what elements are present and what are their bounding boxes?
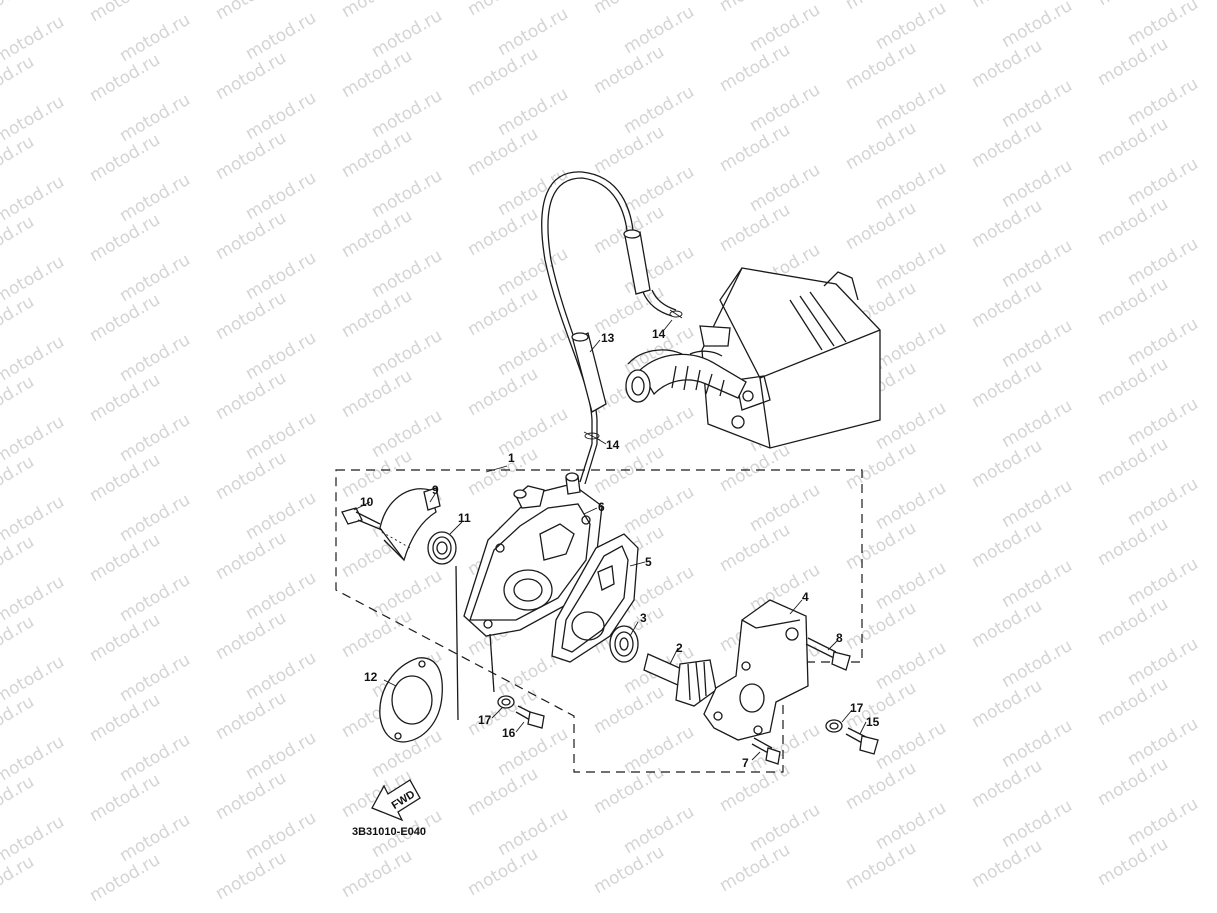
washer-17-left [497,695,515,709]
washer-17-right [825,719,843,733]
callout-12: 12 [364,670,378,684]
callout-9: 9 [432,483,439,497]
callout-1: 1 [508,451,515,465]
callout-17-left: 17 [478,713,492,727]
radiator-hose-elbow [625,349,747,403]
plate-9 [379,487,441,562]
bolt-8 [805,637,851,671]
callout-4: 4 [802,590,809,604]
callout-14-upper: 14 [652,327,666,341]
assembly-outline [335,469,863,773]
hose-clip-14-upper [669,309,683,319]
bolt-10 [341,507,411,549]
callout-3: 3 [640,611,647,625]
callout-7: 7 [742,756,749,770]
callout-10: 10 [360,495,374,509]
bolt-15 [845,727,879,755]
hose-sleeve-13 [571,332,607,413]
guide-line-12 [455,565,459,721]
guide-line-16 [489,633,495,693]
seal-3 [609,625,639,663]
pump-cover-4 [703,599,809,741]
bolt-7 [751,737,781,765]
callout-11: 11 [458,511,471,525]
callout-6: 6 [598,500,605,514]
hose-loop [541,171,635,485]
fwd-direction-arrow: FWD [371,779,421,822]
callout-17-right: 17 [850,701,864,715]
gasket-12 [379,657,443,743]
bolt-16 [515,705,545,729]
bearing-11 [427,531,457,565]
radiator-reservoir [689,267,881,449]
impeller-shaft-2 [643,653,717,707]
diagram-code: 3B31010-E040 [352,826,426,838]
gasket-5 [551,533,639,663]
callout-5: 5 [645,555,652,569]
leader-lines [353,319,867,761]
callout-14-lower: 14 [606,438,620,452]
callout-2: 2 [676,641,683,655]
hose-sleeve-upper [623,229,677,317]
callout-16: 16 [502,726,516,740]
callout-15: 15 [866,715,880,729]
callout-13: 13 [601,331,615,345]
callout-8: 8 [836,631,843,645]
